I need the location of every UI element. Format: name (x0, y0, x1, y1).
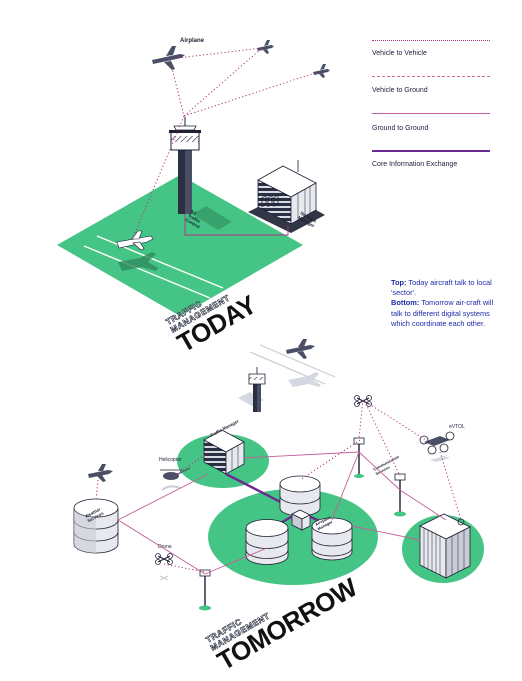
today-section: Air Traffic Control Network Manager Airp… (57, 38, 330, 358)
airplane-icon (88, 464, 113, 482)
evtol-icon (419, 431, 455, 462)
link-ground-to-ground (184, 214, 289, 236)
drone-icon (155, 553, 173, 581)
drone-label: Drone (158, 544, 172, 550)
legend-line-dashed (372, 76, 490, 77)
tower-label-line1: Air (190, 209, 198, 217)
comms-pole (394, 473, 406, 517)
airplane-label: Airplane (180, 38, 205, 44)
comms-pole (353, 437, 365, 478)
database-right (311, 517, 353, 561)
legend-label: Ground to Ground (372, 125, 429, 132)
comms-label-line2: Services (375, 465, 391, 476)
caption-top-label: Top: (391, 278, 407, 287)
runway-threshold (87, 175, 108, 193)
links-vehicle-to-ground (95, 399, 462, 573)
caption-bottom-text: Tomorrow air-craft will talk to differen… (391, 298, 494, 328)
network-manager-building (248, 160, 325, 233)
airplane-shadow (118, 252, 158, 271)
helicopter-icon (160, 467, 191, 491)
tower-shadow (192, 206, 232, 230)
legend-line-dotted (372, 40, 490, 41)
database-weather-services (73, 498, 119, 554)
legend-label: Core Information Exchange (372, 161, 458, 168)
traffic-manager-building (203, 429, 245, 475)
airplane-icon (152, 46, 185, 70)
legend-line-solid (372, 113, 490, 114)
legend-ground-to-ground: Ground to Ground (372, 113, 490, 132)
evtol-label: eVTOL (449, 424, 465, 430)
today-ground-plate (57, 175, 303, 316)
legend-label: Vehicle to Ground (372, 87, 428, 94)
runway-line (83, 245, 211, 299)
links-vehicle (131, 47, 319, 241)
legend-core-information-exchange: Core Information Exchange (372, 150, 490, 168)
tower-label-line2: Traffic (187, 213, 202, 224)
airplane-icon (257, 40, 274, 54)
database-top (279, 475, 321, 517)
legend-vehicle-to-ground: Vehicle to Ground (372, 76, 490, 94)
runway-distant (249, 194, 336, 387)
caption: Top: Today aircraft talk to local 'secto… (391, 278, 501, 329)
taxiing-airplane-icon (116, 230, 154, 251)
legend-label: Vehicle to Vehicle (372, 50, 427, 57)
helicopter-label: Helicopter (159, 457, 182, 463)
comms-pole (199, 569, 211, 611)
legend-vehicle-to-vehicle: Vehicle to Vehicle (372, 40, 490, 57)
airport-building (419, 513, 471, 579)
airplane-icon (313, 64, 330, 78)
control-tower (169, 117, 201, 214)
caption-top-text: Today aircraft talk to local 'sector'. (391, 278, 492, 298)
database-left (245, 519, 289, 565)
airplane-icon (286, 339, 315, 359)
caption-bottom-label: Bottom: (391, 298, 420, 308)
legend-line-thick (372, 150, 490, 152)
links-ground-to-ground (117, 451, 447, 575)
common-services-node (291, 509, 311, 531)
virtual-tower (238, 367, 266, 412)
